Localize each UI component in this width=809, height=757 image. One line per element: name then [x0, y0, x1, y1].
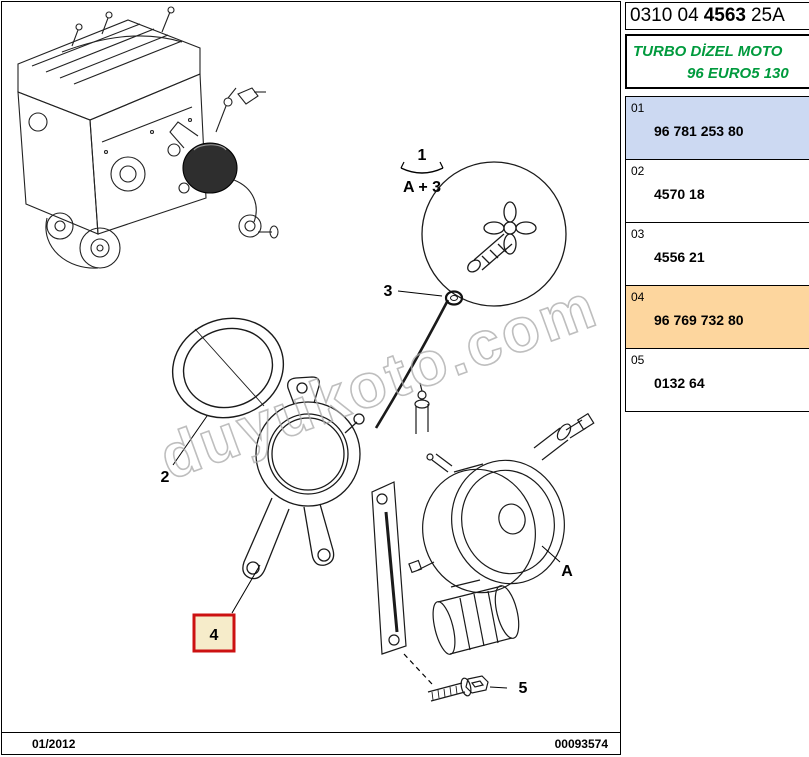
part-row[interactable]: 04 96 769 732 80 [626, 286, 809, 349]
callout-5[interactable]: 5 [519, 680, 528, 697]
footer-date: 01/2012 [32, 736, 76, 751]
callout-2-leader [172, 415, 208, 466]
gasket-part [242, 376, 365, 580]
callout-4-highlight-box[interactable] [192, 613, 236, 653]
model-subtitle: TURBO DİZEL MOTO 96 EURO5 130 [625, 34, 809, 89]
callout-1-arc-ticks [400, 161, 444, 169]
balloon-pointer-curve [374, 299, 450, 429]
engine-drawing [17, 6, 279, 269]
bolt-assembly-dashed-line [403, 653, 433, 685]
part-row-index: 04 [631, 290, 645, 304]
part-row[interactable]: 01 96 781 253 80 [626, 97, 809, 160]
callout-1-sub: A + 3 [403, 179, 441, 196]
exploded-view-drawing: 1 A + 3 3 [17, 6, 608, 702]
parts-table: 01 96 781 253 80 02 4570 18 03 4556 21 0… [625, 96, 809, 412]
part-row-index: 03 [631, 227, 645, 241]
diagram-footer: 01/2012 00093574 [2, 732, 620, 754]
bolt-part [427, 675, 489, 702]
part-number: 96 769 732 80 [654, 312, 744, 328]
vacuum-pump-part [371, 382, 595, 655]
seal-ring-part [171, 317, 285, 419]
part-number: 4570 18 [654, 186, 705, 202]
watermark-text: duyukoto.com [151, 271, 607, 493]
model-subtitle-line2: 96 EURO5 130 [687, 65, 789, 82]
part-row-index: 01 [631, 101, 645, 115]
part-code-prefix: 0310 04 [630, 5, 699, 26]
callout-3[interactable]: 3 [384, 283, 393, 300]
part-row-index: 02 [631, 164, 645, 178]
detail-balloon [374, 161, 567, 429]
callout-1-group[interactable]: 1 A + 3 [400, 147, 444, 196]
part-code-main: 4563 [703, 5, 746, 26]
part-row[interactable]: 05 0132 64 [626, 349, 809, 411]
seal-ring-small-part [444, 290, 464, 306]
part-code-suffix: 25A [750, 5, 785, 26]
callout-1-arc [400, 167, 444, 174]
diagram-panel: 1 A + 3 3 [1, 1, 621, 755]
callout-1[interactable]: 1 [418, 147, 427, 164]
callout-5-leader [489, 686, 508, 689]
callout-4-leader [231, 564, 261, 614]
model-subtitle-line1: TURBO DİZEL MOTO [633, 43, 783, 60]
part-number: 4556 21 [654, 249, 705, 265]
part-number: 96 781 253 80 [654, 123, 744, 139]
callout-4-group[interactable]: 4 [192, 613, 236, 653]
callout-2[interactable]: 2 [161, 469, 170, 486]
part-row[interactable]: 02 4570 18 [626, 160, 809, 223]
part-row-index: 05 [631, 353, 645, 367]
part-row[interactable]: 03 4556 21 [626, 223, 809, 286]
footer-doc-number: 00093574 [554, 736, 608, 751]
callout-4[interactable]: 4 [210, 627, 219, 644]
callout-a-leader [541, 545, 561, 563]
part-number: 0132 64 [654, 375, 705, 391]
callout-a[interactable]: A [561, 563, 573, 580]
callout-3-leader [397, 290, 443, 297]
